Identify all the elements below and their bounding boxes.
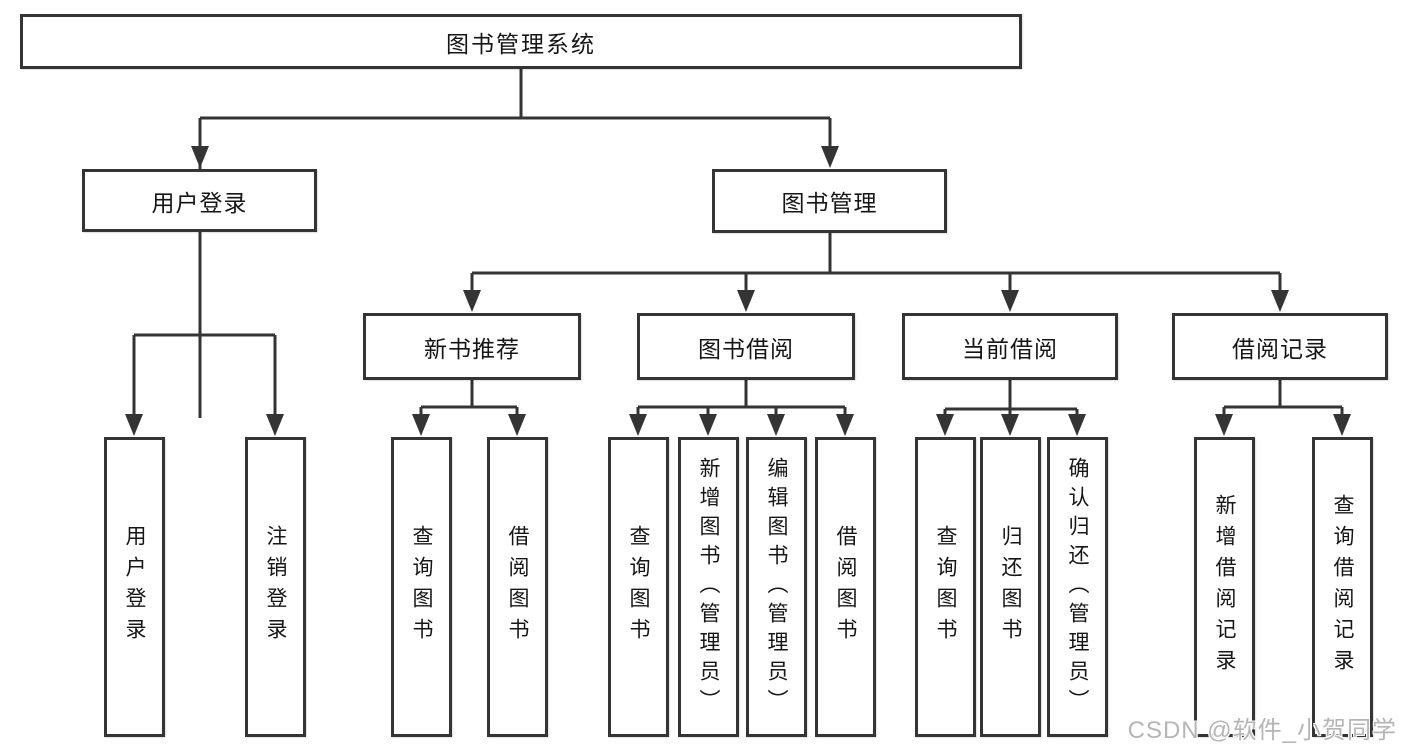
leaf-query-book-recommend: 查询图书 <box>391 437 452 737</box>
arrow-to-leaf-confirm-return <box>1068 414 1086 436</box>
arrow-to-book-mgmt <box>821 146 839 168</box>
leaf-confirm-return-admin-label: 确认归还（管理员） <box>1066 456 1089 718</box>
root-label: 图书管理系统 <box>446 30 596 57</box>
leaf-query-book-current-label: 查询图书 <box>934 525 957 649</box>
edge-borrow-record-children <box>1222 380 1344 416</box>
arrow-to-leaf-borrow-book-2 <box>836 414 854 436</box>
node-current-borrow: 当前借阅 <box>902 313 1118 380</box>
arrow-to-leaf-query-record <box>1333 414 1351 436</box>
arrow-to-current-borrow <box>1001 290 1019 312</box>
leaf-logout: 注销登录 <box>245 437 306 737</box>
leaf-query-borrow-record: 查询借阅记录 <box>1312 437 1373 737</box>
node-user-login: 用户登录 <box>82 169 317 232</box>
leaf-add-borrow-record-label: 新增借阅记录 <box>1213 494 1236 680</box>
edge-root-to-l2 <box>198 69 832 418</box>
node-user-login-label: 用户登录 <box>151 189 248 216</box>
node-book-management-label: 图书管理 <box>781 190 878 216</box>
leaf-borrow-book-recommend-label: 借阅图书 <box>506 525 529 649</box>
arrow-to-leaf-edit-book <box>767 414 785 436</box>
arrow-to-leaf-borrow-book-1 <box>508 414 526 436</box>
node-book-borrow-label: 图书借阅 <box>698 335 794 362</box>
edge-user-login-children <box>132 232 277 416</box>
arrow-to-leaf-add-book <box>699 414 717 436</box>
leaf-query-book-borrow: 查询图书 <box>608 437 669 737</box>
leaf-user-login-label: 用户登录 <box>123 525 146 649</box>
edge-current-borrow-children <box>943 380 1079 416</box>
leaf-confirm-return-admin: 确认归还（管理员） <box>1047 437 1108 737</box>
arrow-to-leaf-logout <box>266 414 284 436</box>
arrow-to-leaf-query-book-2 <box>629 414 647 436</box>
arrow-to-user-login <box>191 146 209 168</box>
leaf-add-book-admin: 新增图书（管理员） <box>678 437 739 737</box>
leaf-logout-label: 注销登录 <box>264 525 287 649</box>
leaf-user-login: 用户登录 <box>104 437 165 737</box>
leaf-edit-book-admin: 编辑图书（管理员） <box>746 437 807 737</box>
node-borrow-records-label: 借阅记录 <box>1232 335 1328 362</box>
root-box-library-system: 图书管理系统 <box>20 14 1022 69</box>
arrow-to-borrow-record <box>1271 290 1289 312</box>
leaf-add-book-admin-label: 新增图书（管理员） <box>697 456 720 718</box>
leaf-query-borrow-record-label: 查询借阅记录 <box>1331 494 1354 680</box>
csdn-watermark: CSDN @软件_小贺同学 <box>1127 717 1397 744</box>
leaf-return-book-label: 归还图书 <box>999 525 1022 649</box>
arrow-to-leaf-query-book-1 <box>412 414 430 436</box>
arrowheads <box>125 146 1351 436</box>
leaf-borrow-book: 借阅图书 <box>815 437 876 737</box>
arrow-to-leaf-query-book-3 <box>936 414 954 436</box>
arrow-to-leaf-add-record <box>1215 414 1233 436</box>
edge-new-book-children <box>419 380 519 416</box>
node-book-management: 图书管理 <box>712 169 947 233</box>
leaf-add-borrow-record: 新增借阅记录 <box>1194 437 1255 737</box>
leaf-query-book-borrow-label: 查询图书 <box>627 525 650 649</box>
leaf-query-book-current: 查询图书 <box>915 437 976 737</box>
arrow-to-book-borrow <box>737 290 755 312</box>
node-current-borrow-label: 当前借阅 <box>962 335 1058 362</box>
node-borrow-records: 借阅记录 <box>1172 313 1388 380</box>
node-book-borrow: 图书借阅 <box>637 313 855 380</box>
node-new-book-recommend-label: 新书推荐 <box>424 335 520 362</box>
leaf-borrow-book-recommend: 借阅图书 <box>487 437 548 737</box>
leaf-return-book: 归还图书 <box>980 437 1041 737</box>
leaf-query-book-recommend-label: 查询图书 <box>410 525 433 649</box>
leaf-borrow-book-label: 借阅图书 <box>834 525 857 649</box>
edge-book-borrow-children <box>636 380 847 416</box>
arrow-to-leaf-return-book <box>1001 414 1019 436</box>
arrow-to-leaf-user-login <box>125 414 143 436</box>
leaf-edit-book-admin-label: 编辑图书（管理员） <box>765 456 788 718</box>
edge-book-mgmt-children <box>470 233 1282 292</box>
node-new-book-recommend: 新书推荐 <box>363 313 581 380</box>
arrow-to-new-book-recommend <box>463 290 481 312</box>
